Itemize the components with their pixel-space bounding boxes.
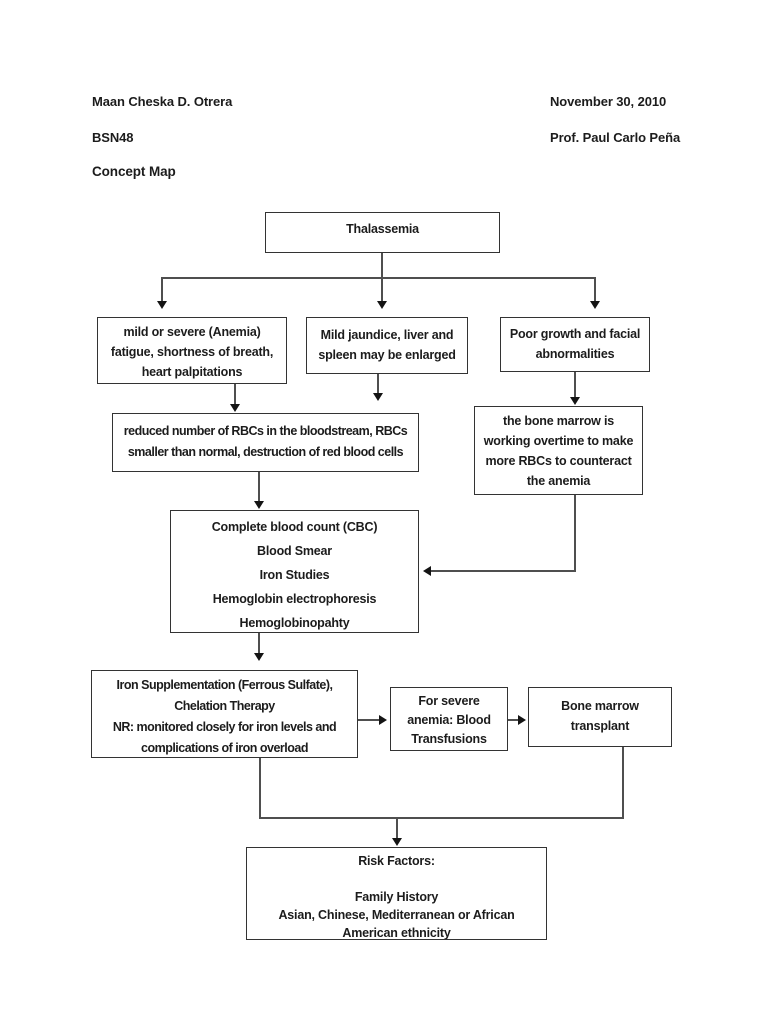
node-text-line: Asian, Chinese, Mediterranean or African [278, 908, 515, 922]
node-text-line: Hemoglobinopahty [239, 616, 350, 630]
arrow-down-icon [254, 501, 264, 509]
node-text-line: transplant [570, 719, 630, 733]
node-symptoms-growth: Poor growth and facial abnormalities [500, 317, 650, 372]
connector-tests-to-treatment [258, 633, 260, 653]
node-treatment-transplant: Bone marrow transplant [528, 687, 672, 747]
arrow-down-icon [392, 838, 402, 846]
connector-thalassemia-stem [381, 253, 383, 278]
node-text-line: complications of iron overload [141, 741, 308, 755]
node-treatment-iron: Iron Supplementation (Ferrous Sulfate), … [91, 670, 358, 758]
connector-branch-right-drop [594, 277, 596, 301]
node-text-line: Thalassemia [346, 222, 419, 236]
node-diagnostic-tests: Complete blood count (CBC) Blood Smear I… [170, 510, 419, 633]
arrow-down-icon [373, 393, 383, 401]
node-text-line: For severe [418, 694, 480, 708]
connector-marrow-drop [574, 495, 576, 571]
node-text-line [247, 870, 546, 888]
arrow-down-icon [254, 653, 264, 661]
connector-jaundice-to-findings [377, 374, 379, 393]
node-text-line: heart palpitations [141, 365, 243, 379]
connector-transfusion-to-transplant [508, 719, 518, 721]
node-rbc-findings: reduced number of RBCs in the bloodstrea… [112, 413, 419, 472]
arrow-down-icon [230, 404, 240, 412]
node-text-line: Complete blood count (CBC) [211, 520, 378, 534]
node-text-line: anemia: Blood [407, 713, 491, 727]
node-text-line: NR: monitored closely for iron levels an… [112, 720, 337, 734]
connector-transplant-drop [622, 747, 624, 818]
node-thalassemia: Thalassemia [265, 212, 500, 253]
node-text-line: reduced number of RBCs in the bloodstrea… [123, 424, 408, 438]
node-text-line: Poor growth and facial [509, 327, 641, 341]
node-text-line: spleen may be enlarged [318, 348, 456, 362]
connector-branch-left-drop [161, 277, 163, 301]
connector-growth-to-marrow [574, 372, 576, 397]
arrow-down-icon [157, 301, 167, 309]
professor-name: Prof. Paul Carlo Peña [550, 130, 681, 145]
arrow-right-icon [379, 715, 387, 725]
node-text-line: Blood Smear [257, 544, 332, 558]
node-risk-factors: Risk Factors: Family History Asian, Chin… [246, 847, 547, 940]
node-text-line: fatigue, shortness of breath, [110, 345, 274, 359]
page-title: Concept Map [92, 164, 176, 179]
node-text-line: the bone marrow is [502, 414, 614, 428]
connector-findings-to-tests [258, 472, 260, 501]
node-text-line: Iron Studies [259, 568, 330, 582]
node-text-line: Hemoglobin electrophoresis [212, 592, 377, 606]
node-bone-marrow-overtime: the bone marrow is working overtime to m… [474, 406, 643, 495]
node-text-line: Bone marrow [561, 699, 639, 713]
node-text-line: Family History [354, 890, 439, 904]
connector-treatment-to-transfusion [358, 719, 379, 721]
connector-branch-mid-drop [381, 277, 383, 301]
node-text-line: Transfusions [411, 732, 487, 746]
connector-merge-bar [259, 817, 624, 819]
node-text-line: Mild jaundice, liver and [320, 328, 454, 342]
arrow-down-icon [377, 301, 387, 309]
node-symptoms-anemia: mild or severe (Anemia) fatigue, shortne… [97, 317, 287, 384]
connector-branch-bar [162, 277, 596, 279]
node-text-line: mild or severe (Anemia) [123, 325, 261, 339]
node-text-line: Iron Supplementation (Ferrous Sulfate), [116, 678, 333, 692]
node-treatment-transfusion: For severe anemia: Blood Transfusions [390, 687, 508, 751]
student-name: Maan Cheska D. Otrera [92, 94, 233, 109]
connector-treatment-drop [259, 758, 261, 818]
node-text-line: abnormalities [535, 347, 615, 361]
arrow-left-icon [423, 566, 431, 576]
document-date: November 30, 2010 [550, 94, 667, 109]
node-text-line: working overtime to make [483, 434, 634, 448]
arrow-down-icon [570, 397, 580, 405]
connector-anemia-to-findings [234, 384, 236, 404]
node-text-line: more RBCs to counteract [485, 454, 632, 468]
connector-marrow-to-tests [431, 570, 576, 572]
node-text-line: Chelation Therapy [174, 699, 275, 713]
arrow-right-icon [518, 715, 526, 725]
arrow-down-icon [590, 301, 600, 309]
node-text-line: Risk Factors: [358, 854, 435, 868]
class-code: BSN48 [92, 130, 134, 145]
connector-merge-drop [396, 817, 398, 838]
node-symptoms-jaundice: Mild jaundice, liver and spleen may be e… [306, 317, 468, 374]
node-text-line: smaller than normal, destruction of red … [127, 445, 404, 459]
node-text-line: the anemia [526, 474, 591, 488]
node-text-line: American ethnicity [342, 926, 451, 940]
